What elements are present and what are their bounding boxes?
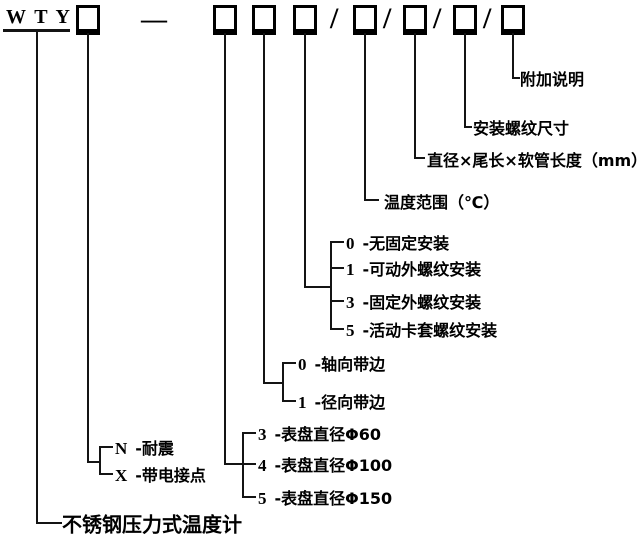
branch-variant-x xyxy=(99,473,113,475)
option-code: 4 xyxy=(258,456,267,475)
option-code: X xyxy=(115,466,128,485)
option-label: -固定外螺纹安装 xyxy=(362,293,482,312)
branch-edge-1 xyxy=(282,400,296,402)
option-label: -可动外螺纹安装 xyxy=(362,260,482,279)
fixing-option: 1 -可动外螺纹安装 xyxy=(346,256,481,280)
elbow-note xyxy=(512,77,520,79)
code-box-temp-range xyxy=(353,5,377,35)
option-label: -表盘直径Φ60 xyxy=(274,425,382,444)
callout-dia-tail-hose: 直径×尾长×软管长度（mm） xyxy=(427,151,641,170)
branch-variant-n xyxy=(99,446,113,448)
option-label: -无固定安装 xyxy=(362,234,450,253)
elbow-temp xyxy=(364,199,379,201)
elbow-product xyxy=(36,522,62,524)
option-code: 1 xyxy=(346,260,355,279)
model-dash: — xyxy=(141,5,167,34)
bracket-fixing xyxy=(330,241,332,330)
edge-option: 1 -径向带边 xyxy=(298,389,385,413)
connector-line-note xyxy=(512,33,514,79)
callout-temperature-range: 温度范围（℃） xyxy=(384,193,500,212)
option-code: 0 xyxy=(346,234,355,253)
option-code: 3 xyxy=(346,293,355,312)
elbow-thread xyxy=(464,126,472,128)
code-box-edge xyxy=(252,5,276,35)
branch-fixing-0 xyxy=(330,241,344,243)
connector-line-product xyxy=(36,31,38,523)
connector-line-edge xyxy=(263,33,265,384)
code-slash: / xyxy=(383,2,392,35)
code-slash: / xyxy=(433,2,442,35)
option-code: 1 xyxy=(298,393,307,412)
option-label: -轴向带边 xyxy=(314,355,386,374)
option-label: -耐震 xyxy=(135,439,174,458)
product-name: 不锈钢压力式温度计 xyxy=(62,512,242,537)
fixing-option: 5 -活动卡套螺纹安装 xyxy=(346,317,497,341)
dial-option: 3 -表盘直径Φ60 xyxy=(258,421,381,445)
edge-option: 0 -轴向带边 xyxy=(298,351,385,375)
fixing-option: 0 -无固定安装 xyxy=(346,230,449,254)
variant-option: X -带电接点 xyxy=(115,462,206,486)
bracket-edge xyxy=(282,362,284,402)
branch-fixing-1 xyxy=(330,267,344,269)
variant-option: N -耐震 xyxy=(115,435,174,459)
junction-edge xyxy=(263,382,284,384)
code-box-variant xyxy=(76,5,100,35)
callout-mount-thread-size: 安装螺纹尺寸 xyxy=(473,119,570,138)
connector-line-dims xyxy=(414,33,416,159)
option-label: -表盘直径Φ100 xyxy=(274,456,393,475)
connector-line-temp xyxy=(364,33,366,201)
option-code: 3 xyxy=(258,425,267,444)
callout-additional-note: 附加说明 xyxy=(520,70,585,89)
branch-edge-0 xyxy=(282,362,296,364)
branch-dial-3 xyxy=(242,432,256,434)
elbow-dims xyxy=(414,157,425,159)
dial-option: 5 -表盘直径Φ150 xyxy=(258,485,392,509)
bracket-variant xyxy=(99,446,101,475)
option-code: 5 xyxy=(258,489,267,508)
code-slash: / xyxy=(330,2,339,35)
junction-fixing xyxy=(304,286,332,288)
code-box-dimensions xyxy=(403,5,427,35)
option-label: -径向带边 xyxy=(314,393,386,412)
prefix-underline xyxy=(3,29,70,32)
option-label: -活动卡套螺纹安装 xyxy=(362,321,498,340)
code-box-note xyxy=(501,5,525,35)
dial-option: 4 -表盘直径Φ100 xyxy=(258,452,392,476)
fixing-option: 3 -固定外螺纹安装 xyxy=(346,289,481,313)
connector-line-variant xyxy=(87,33,89,463)
code-box-thread-size xyxy=(453,5,477,35)
option-label: -表盘直径Φ150 xyxy=(274,489,393,508)
branch-fixing-5 xyxy=(330,328,344,330)
connector-line-dial xyxy=(224,33,226,465)
code-box-fixing xyxy=(293,5,317,35)
branch-fixing-3 xyxy=(330,300,344,302)
option-code: 5 xyxy=(346,321,355,340)
connector-line-thread xyxy=(464,33,466,128)
connector-line-fixing xyxy=(304,33,306,288)
option-code: N xyxy=(115,439,128,458)
code-slash: / xyxy=(483,2,492,35)
branch-dial-5 xyxy=(242,496,256,498)
model-prefix: W T Y xyxy=(6,6,72,28)
option-code: 0 xyxy=(298,355,307,374)
code-box-dial xyxy=(213,5,237,35)
junction-variant xyxy=(87,461,101,463)
branch-dial-4 xyxy=(242,463,256,465)
option-label: -带电接点 xyxy=(135,466,206,485)
bracket-dial xyxy=(242,432,244,498)
junction-dial xyxy=(224,463,244,465)
